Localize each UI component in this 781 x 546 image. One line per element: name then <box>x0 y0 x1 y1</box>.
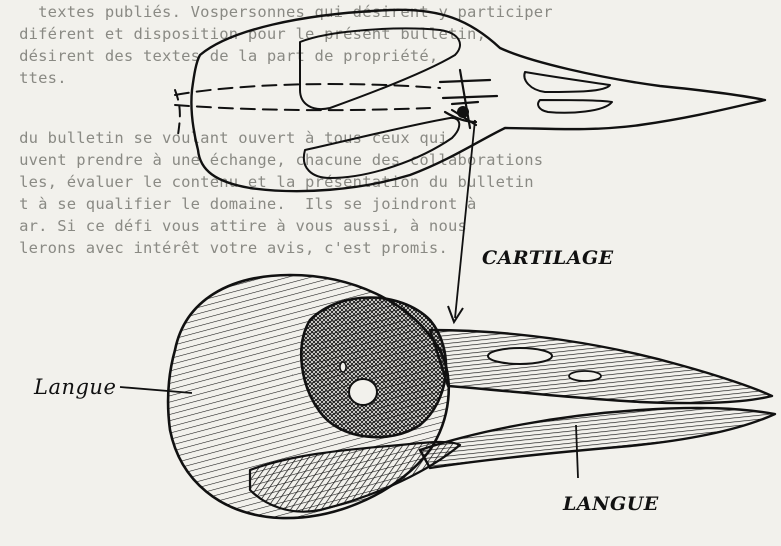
skull-side-view <box>168 275 775 518</box>
upper-beak <box>430 330 772 403</box>
beak-opening <box>488 348 552 364</box>
lower-beak <box>420 408 775 468</box>
label-cartilage: CARTILAGE <box>482 247 614 269</box>
beak-opening <box>569 371 601 381</box>
cartilage-marks <box>440 70 497 128</box>
nostril-lower <box>538 100 612 113</box>
dashed-internal-line <box>175 84 440 95</box>
dashed-internal-line <box>175 105 430 110</box>
orbit-opening <box>340 362 346 372</box>
dashed-internal-line <box>175 90 180 135</box>
cartilage-dot <box>457 106 469 118</box>
skull-top-outline <box>191 10 765 191</box>
label-langue-left: Langue <box>34 375 116 399</box>
orbit-lower-left <box>304 118 459 178</box>
orbit-side <box>301 298 446 438</box>
orbit-upper-left <box>300 29 460 110</box>
label-langue-bottom: LANGUE <box>563 493 659 515</box>
orbit-opening <box>349 379 377 405</box>
